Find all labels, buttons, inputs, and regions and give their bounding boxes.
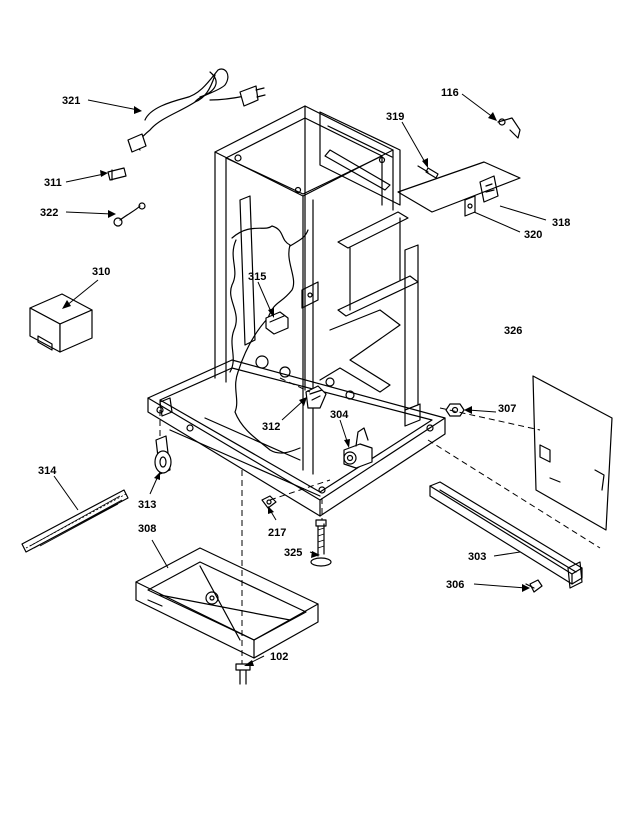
part-315-connector: [265, 311, 289, 335]
label-304: 304: [330, 409, 349, 421]
part-307-nut: [445, 403, 465, 417]
label-314: 314: [38, 465, 57, 477]
label-325: 325: [284, 547, 302, 559]
part-319-screw: [417, 165, 439, 179]
part-labels: 321 116 319 311 322 318 320 310 315 326 …: [38, 87, 570, 663]
label-312: 312: [262, 421, 280, 433]
part-116: [497, 117, 521, 139]
part-325-leveler: [310, 519, 332, 567]
label-326: 326: [504, 325, 522, 337]
label-313: 313: [138, 499, 156, 511]
label-217: 217: [268, 527, 286, 539]
part-322: [113, 202, 146, 227]
label-116: 116: [441, 87, 459, 99]
part-313-wheel: [154, 435, 172, 475]
part-312-fitting: [305, 385, 327, 409]
label-315: 315: [248, 271, 266, 283]
label-310: 310: [92, 266, 110, 278]
part-102-screw: [235, 663, 251, 685]
part-306-screw: [525, 579, 543, 593]
label-308: 308: [138, 523, 156, 535]
part-326-panel: [532, 375, 613, 531]
cabinet-base: [147, 359, 446, 517]
part-217: [261, 495, 277, 509]
part-308-tray: [135, 547, 319, 659]
bracket-318: [397, 161, 521, 217]
label-307: 307: [498, 403, 516, 415]
label-322: 322: [40, 207, 58, 219]
part-314-strip: [21, 489, 129, 553]
label-321: 321: [62, 95, 80, 107]
part-311-screw: [107, 167, 127, 181]
part-304-motor: [343, 427, 373, 469]
label-318: 318: [552, 217, 570, 229]
part-310-cover: [29, 293, 93, 353]
label-306: 306: [446, 579, 464, 591]
label-320: 320: [524, 229, 542, 241]
leader-lines: [53, 93, 547, 666]
label-311: 311: [44, 177, 62, 189]
power-cord-part: [127, 68, 266, 153]
label-319: 319: [386, 111, 404, 123]
label-303: 303: [468, 551, 486, 563]
assembly-lines: [159, 377, 601, 664]
cabinet-frame: [214, 105, 419, 475]
label-102: 102: [270, 651, 288, 663]
part-303-rail: [429, 481, 583, 589]
